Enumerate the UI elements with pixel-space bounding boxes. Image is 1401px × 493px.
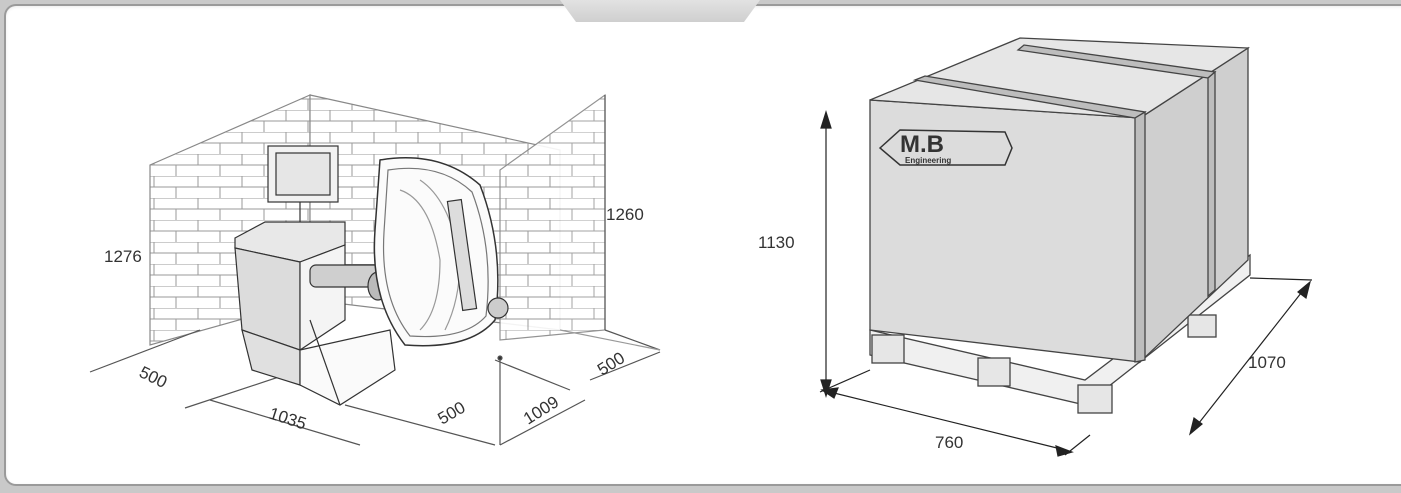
dim-clearance-left: 500: [136, 363, 170, 393]
balancer-drawing: [89, 93, 661, 446]
dim-wall-height-left: 1276: [104, 247, 142, 266]
wheel-balancer-machine: [234, 145, 509, 406]
dim-clearance-right: 500: [594, 348, 628, 379]
pallet: [869, 253, 1251, 414]
dim-wall-height-right: 1260: [606, 205, 644, 224]
crate-drawing: [869, 37, 1251, 414]
logo-brand-sub: Engineering: [905, 156, 951, 165]
dim-crate-height: 1130: [758, 233, 795, 252]
dim-machine-width: 1035: [267, 404, 309, 434]
dim-crate-width: 760: [935, 433, 963, 452]
mb-logo: M.B Engineering: [878, 129, 1013, 166]
crate-top: [869, 37, 1251, 119]
crate-dimension-lines: [819, 109, 1313, 457]
dim-clearance-front: 500: [435, 398, 469, 429]
logo-brand-main: M.B: [900, 131, 944, 158]
dim-crate-depth: 1070: [1248, 353, 1286, 372]
right-wall-segment: [499, 93, 606, 341]
frame-tab: [560, 0, 760, 22]
